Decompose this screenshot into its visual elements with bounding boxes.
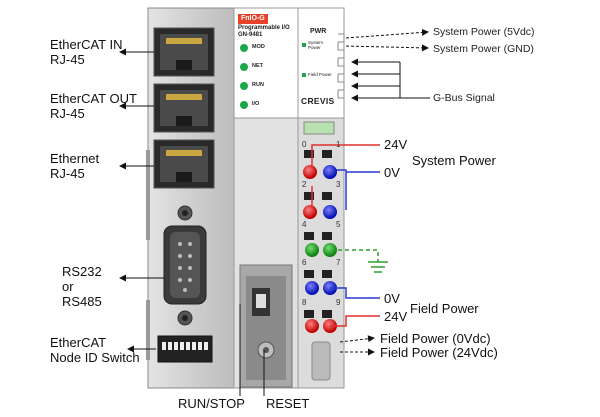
terminal-1-0v: [323, 165, 337, 179]
terminal-wiring: [303, 144, 388, 333]
terminal-2-24v: [303, 205, 317, 219]
node-id-dip-switch: [157, 335, 213, 363]
terminal-number-4: 4: [302, 220, 307, 229]
module-type: Programmable I/O: [238, 25, 290, 31]
terminal-3-0v: [323, 205, 337, 219]
label-24v-bottom: 24V: [384, 309, 408, 324]
label-or: or: [62, 279, 74, 294]
label-node-id-switch: Node ID Switch: [50, 350, 140, 365]
label-rs232: RS232: [62, 264, 102, 279]
label-ethercat-in: EtherCAT IN: [50, 37, 123, 52]
pwr-label: PWR: [310, 28, 327, 35]
module-right-panel: [297, 7, 345, 389]
terminal-number-8: 8: [302, 298, 307, 307]
rj45-port-ethernet: [153, 139, 215, 189]
label-ethercat-out-rj45: RJ-45: [50, 106, 85, 121]
label-ethercat-node: EtherCAT: [50, 335, 107, 350]
label-0v-top: 0V: [384, 165, 400, 180]
label-system-power: System Power: [412, 153, 496, 168]
db9-serial-connector: [163, 205, 207, 326]
label-run-stop: RUN/STOP: [178, 396, 245, 411]
terminal-8-24v: [305, 319, 319, 333]
terminal-number-2: 2: [302, 180, 307, 189]
terminal-number-7: 7: [336, 258, 341, 267]
label-field-power-0vdc: Field Power (0Vdc): [380, 331, 491, 346]
label-ethercat-out: EtherCAT OUT: [50, 91, 137, 106]
led-label-net: NET: [252, 63, 263, 69]
label-24v-top: 24V: [384, 137, 408, 152]
label-field-power-24vdc: Field Power (24Vdc): [380, 345, 498, 360]
led-label-io: I/O: [252, 101, 260, 107]
module-center-panel: [233, 7, 299, 389]
terminal-number-6: 6: [302, 258, 307, 267]
rj45-port-ethercat-out: [153, 83, 215, 133]
led-label-mod: MOD: [252, 44, 265, 50]
terminal-number-1: 1: [336, 140, 341, 149]
system-power-led-label: System Power: [308, 40, 324, 50]
label-system-power-gnd: System Power (GND): [433, 43, 534, 55]
terminal-number-0: 0: [302, 140, 307, 149]
label-system-power-5vdc: System Power (5Vdc): [433, 26, 535, 38]
gbus-arrows: [351, 58, 430, 102]
terminal-number-9: 9: [336, 298, 341, 307]
label-0v-bottom: 0V: [384, 291, 400, 306]
label-reset: RESET: [266, 396, 310, 411]
terminal-number-5: 5: [336, 220, 341, 229]
terminal-6-0v: [305, 281, 319, 295]
terminal-4-pe: [305, 243, 319, 257]
manufacturer-label: CREVIS: [301, 96, 335, 106]
label-ethernet-rj45: RJ-45: [50, 166, 85, 181]
led-label-run: RUN: [252, 82, 264, 88]
terminal-0-24v: [303, 165, 317, 179]
label-gbus-signal: G-Bus Signal: [433, 92, 495, 104]
rj45-port-ethercat-in: [153, 27, 215, 77]
terminal-5-pe: [323, 243, 337, 257]
system-power-arrows: [345, 28, 429, 52]
label-ethernet: Ethernet: [50, 151, 100, 166]
left-arrows: [119, 48, 164, 353]
bottom-lines: [239, 304, 265, 396]
field-power-arrows: [339, 335, 375, 356]
terminal-number-3: 3: [336, 180, 341, 189]
label-field-power: Field Power: [410, 301, 479, 316]
label-rs485: RS485: [62, 294, 102, 309]
brand-badge: FnIO-G: [238, 14, 268, 24]
module-model: GN-9481: [238, 32, 263, 38]
field-power-led-label: Field Power: [308, 72, 332, 77]
label-ethercat-in-rj45: RJ-45: [50, 52, 85, 67]
